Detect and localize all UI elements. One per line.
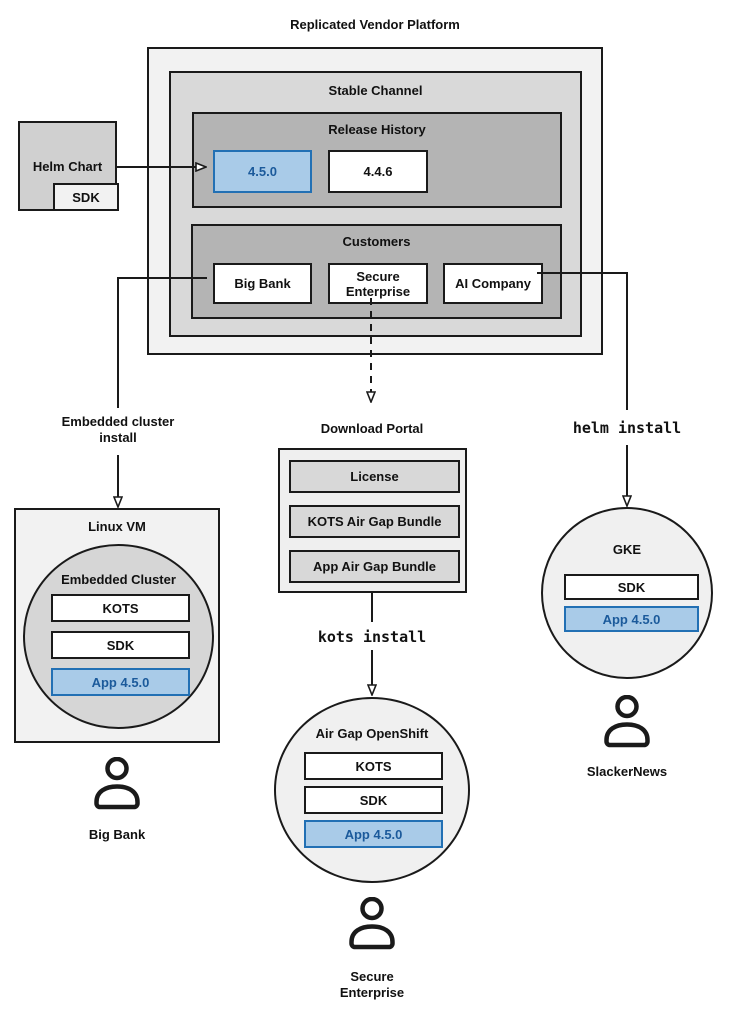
release-history-box: Release History 4.5.0 4.4.6 [192,112,562,208]
diagram-title: Replicated Vendor Platform [290,17,460,32]
embedded-install-label: Embedded cluster install [61,414,175,445]
user-label-secure-enterprise: Secure Enterprise [339,969,405,1000]
release-history-title: Release History [328,122,426,137]
user-icon [604,695,650,748]
release-version-box-4-5-0: 4.5.0 [213,150,312,193]
linux-vm-box: Linux VM Embedded Cluster KOTS SDK App 4… [14,508,220,743]
customer-big-bank-box: Big Bank [213,263,312,304]
download-portal-box: License KOTS Air Gap Bundle App Air Gap … [278,448,467,593]
app-chip: App 4.5.0 [51,668,190,696]
helm-chart-label: Helm Chart [32,159,103,174]
customer-ai-company-box: AI Company [443,263,543,304]
customers-box: Customers Big Bank Secure Enterprise AI … [191,224,562,319]
customers-title: Customers [342,234,411,249]
portal-kots-bundle-box: KOTS Air Gap Bundle [289,505,460,538]
vendor-platform-box: Stable Channel Release History 4.5.0 4.4… [147,47,603,355]
embedded-cluster-circle: Embedded Cluster KOTS SDK App 4.5.0 [23,544,214,729]
stable-channel-title: Stable Channel [328,83,423,98]
helm-install-label: helm install [572,419,682,437]
sdk-chip: SDK [51,631,190,659]
app-chip: App 4.5.0 [304,820,443,848]
airgap-openshift-title: Air Gap OpenShift [315,726,429,741]
user-icon [349,897,395,950]
user-label-big-bank: Big Bank [88,827,146,842]
sdk-chip: SDK [564,574,699,600]
linux-vm-title: Linux VM [88,519,146,534]
gke-circle: GKE SDK App 4.5.0 [541,507,713,679]
portal-license-box: License [289,460,460,493]
download-portal-title: Download Portal [320,421,424,436]
user-icon [94,757,140,810]
stable-channel-box: Stable Channel Release History 4.5.0 4.4… [169,71,582,337]
embedded-cluster-title: Embedded Cluster [61,572,176,587]
app-chip: App 4.5.0 [564,606,699,632]
helm-sdk-box: SDK [53,183,119,211]
customer-secure-enterprise-box: Secure Enterprise [328,263,428,304]
release-version-box-4-4-6: 4.4.6 [328,150,428,193]
user-label-slackernews: SlackerNews [586,764,668,779]
kots-install-label: kots install [317,628,427,646]
kots-chip: KOTS [304,752,443,780]
portal-app-bundle-box: App Air Gap Bundle [289,550,460,583]
sdk-chip: SDK [304,786,443,814]
airgap-openshift-circle: Air Gap OpenShift KOTS SDK App 4.5.0 [274,697,470,883]
kots-chip: KOTS [51,594,190,622]
gke-title: GKE [612,542,642,557]
helm-chart-box: Helm Chart SDK [18,121,119,211]
